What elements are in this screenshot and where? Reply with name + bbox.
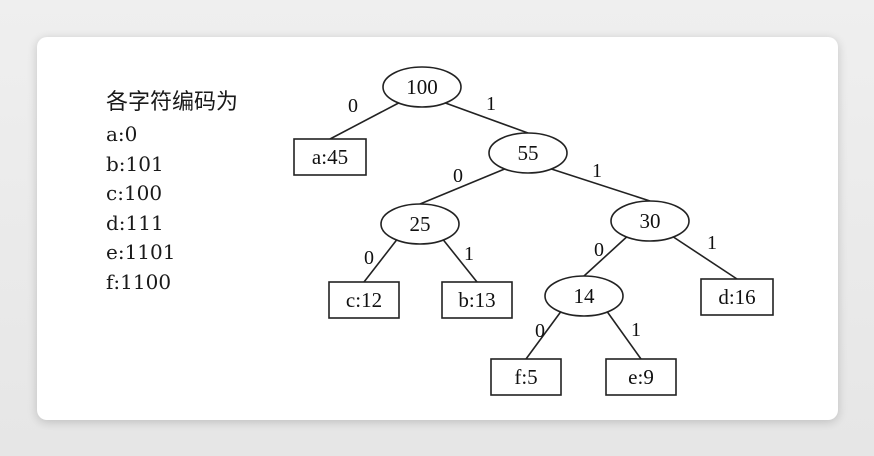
tree-edge-n14-lf xyxy=(525,311,562,360)
internal-node-n25 xyxy=(380,203,460,245)
node-label-n100: 100 xyxy=(406,75,438,99)
tree-edge-n25-lb xyxy=(442,239,478,283)
leaf-node-lf xyxy=(490,358,562,396)
node-label-n25: 25 xyxy=(410,212,431,236)
edge-bit-label: 1 xyxy=(631,319,641,341)
edge-bit-label: 0 xyxy=(535,320,545,342)
node-label-n30: 30 xyxy=(640,209,661,233)
internal-node-n30 xyxy=(610,200,690,242)
tree-edge-n55-n25 xyxy=(419,168,505,205)
node-label-lf: f:5 xyxy=(514,365,537,389)
tree-edge-n100-n55 xyxy=(445,102,529,134)
tree-edge-n30-n14 xyxy=(583,236,628,277)
leaf-node-lc xyxy=(328,281,400,319)
edge-bit-label: 1 xyxy=(707,232,717,254)
tree-edge-n100-la xyxy=(329,102,399,140)
code-d: d:111 xyxy=(106,210,164,235)
tree-edge-n30-ld xyxy=(672,236,738,280)
code-f: f:1100 xyxy=(106,269,172,294)
code-c: c:100 xyxy=(106,181,163,205)
leaf-node-la xyxy=(293,138,367,176)
node-label-ld: d:16 xyxy=(718,285,755,309)
tree-edge-n55-n30 xyxy=(551,168,651,202)
node-label-la: a:45 xyxy=(312,145,348,169)
node-label-le: e:9 xyxy=(628,365,654,389)
node-label-lb: b:13 xyxy=(458,288,495,312)
edge-bit-label: 1 xyxy=(464,243,474,265)
code-a: a:0 xyxy=(106,122,138,146)
code-b: b:101 xyxy=(106,151,164,176)
edge-bit-label: 0 xyxy=(453,165,463,187)
leaf-node-lb xyxy=(441,281,513,319)
edge-bit-label: 0 xyxy=(348,95,358,117)
code-e: e:1101 xyxy=(106,240,176,264)
node-label-n14: 14 xyxy=(574,284,596,308)
node-label-lc: c:12 xyxy=(346,288,382,312)
edge-bit-label: 0 xyxy=(364,247,374,269)
code-legend-heading: 各字符编码为 xyxy=(106,90,239,115)
node-label-n55: 55 xyxy=(518,141,539,165)
internal-node-n14 xyxy=(544,275,624,317)
edge-bit-label: 0 xyxy=(594,239,604,261)
tree-edge-n25-lc xyxy=(363,239,398,283)
leaf-node-ld xyxy=(700,278,774,316)
internal-node-n55 xyxy=(488,132,568,174)
leaf-node-le xyxy=(605,358,677,396)
tree-edge-n14-le xyxy=(606,311,642,360)
code-legend: 各字符编码为 a:0 b:101 c:100 d:111 e:1101 f:11… xyxy=(106,88,238,297)
edge-bit-label: 1 xyxy=(486,93,496,115)
edge-bit-label: 1 xyxy=(592,160,602,182)
internal-node-n100 xyxy=(382,66,462,108)
